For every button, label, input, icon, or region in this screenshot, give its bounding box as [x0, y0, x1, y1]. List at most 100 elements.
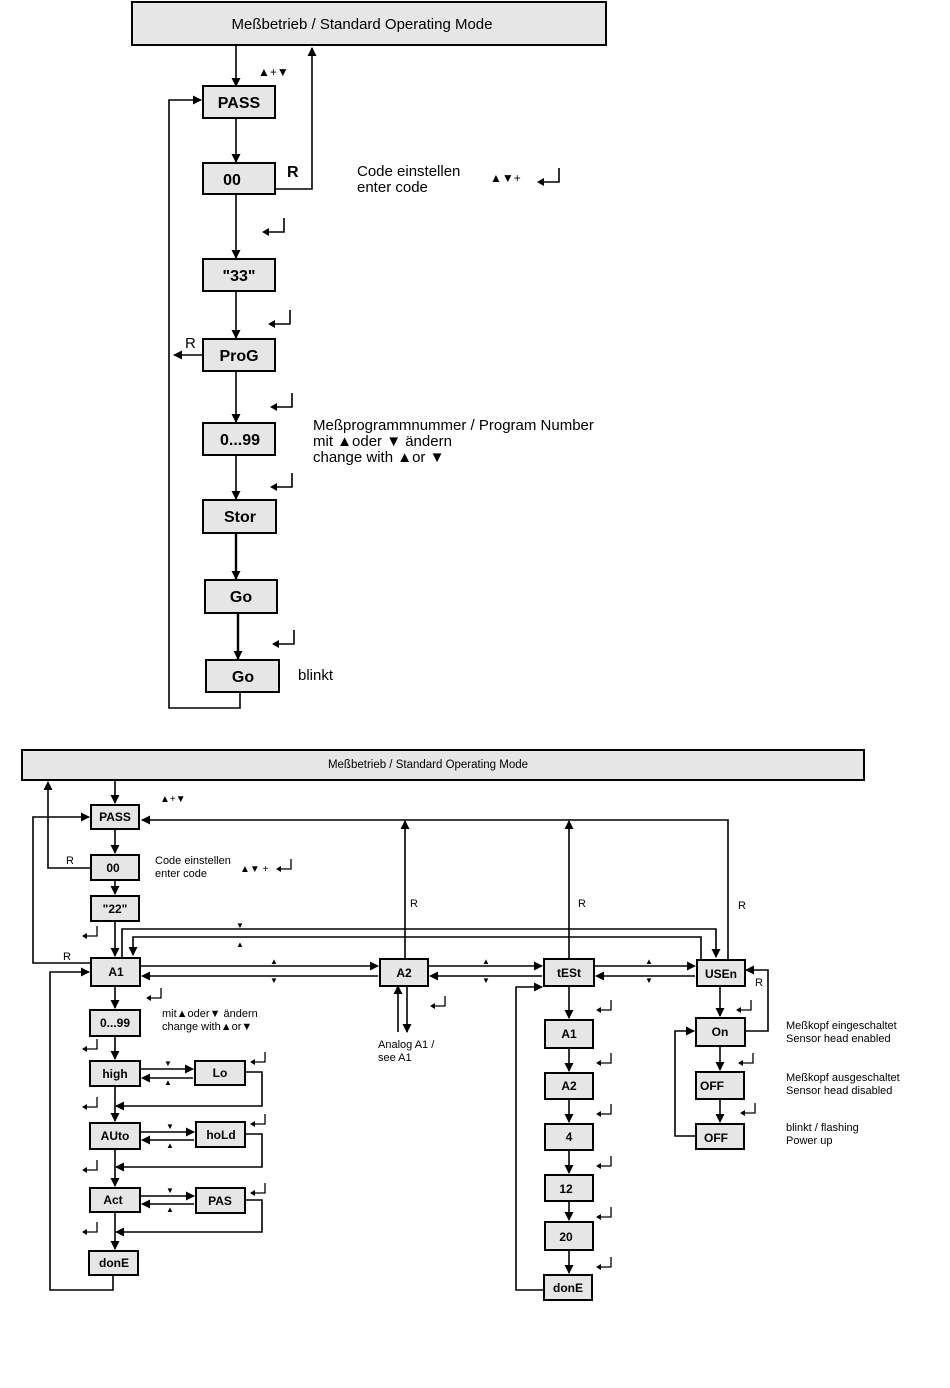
- top-go-blink-label: Go: [232, 669, 254, 686]
- bottom-a2-r-label: R: [410, 898, 418, 910]
- top-code-note-2: enter code: [357, 179, 428, 196]
- bottom-high-label: high: [102, 1067, 127, 1081]
- bottom-test-a1-label: A1: [561, 1027, 577, 1041]
- bottom-test-done-box: [543, 1274, 593, 1301]
- bottom-off2-box: [695, 1123, 745, 1150]
- bottom-pas-box: [195, 1187, 246, 1214]
- top-prog-note-1: Meßprogrammnummer / Program Number: [313, 417, 594, 434]
- top-range-box: [202, 422, 276, 456]
- up-glyph: ▲: [166, 1205, 174, 1214]
- up-glyph: ▲: [236, 940, 244, 949]
- bottom-act-label: Act: [103, 1193, 122, 1207]
- top-pass-label: PASS: [218, 95, 261, 112]
- bottom-lo-label: Lo: [213, 1066, 228, 1080]
- bottom-a1-range-label: 0...99: [100, 1016, 130, 1030]
- bottom-test-a2-box: [544, 1072, 594, 1100]
- bottom-usen-r-label: R: [738, 900, 746, 912]
- bottom-high-box: [89, 1060, 141, 1087]
- bottom-off1-box: [695, 1071, 745, 1100]
- top-go-label: Go: [230, 589, 252, 606]
- up-glyph: ▲: [482, 957, 490, 966]
- bottom-usen-box: [696, 959, 746, 987]
- top-blink-note: blinkt: [298, 667, 334, 684]
- bottom-test-a2-label: A2: [561, 1079, 577, 1093]
- bottom-code-box: [90, 854, 140, 881]
- top-header-box: [131, 1, 607, 46]
- bottom-off-note-1: Meßkopf ausgeschaltet: [786, 1072, 900, 1084]
- top-prog-label: ProG: [219, 348, 258, 365]
- bottom-off2-label: OFF: [704, 1131, 728, 1145]
- bottom-header-box: [21, 749, 865, 781]
- bottom-a1-done-label: donE: [99, 1256, 129, 1270]
- bottom-code22-label: "22": [103, 902, 128, 916]
- bottom-test-a1-box: [544, 1019, 594, 1049]
- down-glyph: ▼: [270, 976, 278, 985]
- bottom-code-r-label: R: [66, 855, 74, 867]
- bottom-a2-box: [379, 958, 429, 987]
- bottom-keys-hint: ▲+▼: [160, 794, 186, 805]
- bottom-on-note-1: Meßkopf eingeschaltet: [786, 1020, 897, 1032]
- bottom-a1-r-label: R: [63, 951, 71, 963]
- bottom-code-note-1: Code einstellen: [155, 855, 231, 867]
- up-glyph: ▲: [166, 1141, 174, 1150]
- bottom-pass-box: [90, 804, 140, 830]
- bottom-code-keys: ▲▼ +: [240, 864, 269, 875]
- bottom-auto-box: [89, 1122, 141, 1150]
- top-stor-box: [202, 499, 277, 534]
- bottom-test-box: [543, 958, 595, 987]
- bottom-a1-note-1: mit▲oder▼ ändern: [162, 1008, 258, 1020]
- bottom-a2-note-2: see A1: [378, 1052, 412, 1064]
- down-glyph: ▼: [645, 976, 653, 985]
- top-code-label: 00: [223, 172, 241, 189]
- top-prog-r-label: R: [185, 335, 196, 352]
- top-code33-label: "33": [223, 268, 256, 285]
- top-keys-hint: ▲+▼: [258, 65, 289, 79]
- bottom-test-12-label: 12: [559, 1182, 573, 1196]
- top-code-keys: ▲▼+: [490, 171, 521, 185]
- bottom-on-note-2: Sensor head enabled: [786, 1033, 891, 1045]
- bottom-off2-note-2: Power up: [786, 1135, 832, 1147]
- bottom-off2-note-1: blinkt / flashing: [786, 1122, 859, 1134]
- bottom-a1-box: [90, 957, 141, 987]
- top-prog-box: [202, 338, 276, 372]
- bottom-flowchart: Meßbetrieb / Standard Operating Mode PAS…: [21, 749, 900, 1301]
- bottom-a2-note-1: Analog A1 /: [378, 1039, 435, 1051]
- bottom-a1-done-box: [88, 1250, 139, 1276]
- bottom-off-note-2: Sensor head disabled: [786, 1085, 892, 1097]
- bottom-on-box: [695, 1017, 746, 1047]
- top-code-box: [202, 162, 276, 195]
- bottom-code22-box: [90, 895, 140, 922]
- bottom-a1-range-box: [89, 1009, 141, 1037]
- bottom-code-label: 00: [106, 861, 120, 875]
- bottom-test-r-label: R: [578, 898, 586, 910]
- top-code33-box: [202, 258, 276, 292]
- top-r-label: R: [287, 164, 299, 181]
- top-go-blink-box: [205, 659, 280, 693]
- bottom-hold-label: hoLd: [206, 1128, 235, 1142]
- bottom-lo-box: [194, 1060, 246, 1086]
- down-glyph: ▼: [482, 976, 490, 985]
- bottom-test-label: tESt: [557, 966, 581, 980]
- top-pass-box: [202, 85, 276, 119]
- bottom-pass-label: PASS: [99, 810, 131, 824]
- bottom-test-4-label: 4: [566, 1130, 573, 1144]
- up-glyph: ▲: [270, 957, 278, 966]
- up-glyph: ▼: [236, 921, 244, 930]
- bottom-pas-label: PAS: [208, 1194, 232, 1208]
- bottom-off1-label: OFF: [700, 1079, 724, 1093]
- bottom-hold-box: [195, 1121, 246, 1148]
- bottom-test-done-label: donE: [553, 1281, 583, 1295]
- bottom-auto-label: AUto: [101, 1129, 130, 1143]
- top-prog-note-2: mit ▲oder ▼ ändern: [313, 433, 452, 450]
- top-go-box: [204, 579, 278, 614]
- top-code-note-1: Code einstellen: [357, 163, 460, 180]
- bottom-a1-label: A1: [108, 965, 124, 979]
- bottom-code-note-2: enter code: [155, 868, 207, 880]
- bottom-test-20-label: 20: [559, 1230, 573, 1244]
- bottom-a2-label: A2: [396, 966, 412, 980]
- top-stor-label: Stor: [224, 509, 256, 526]
- bottom-test-4-box: [544, 1123, 594, 1151]
- top-prog-note-3: change with ▲or ▼: [313, 449, 444, 466]
